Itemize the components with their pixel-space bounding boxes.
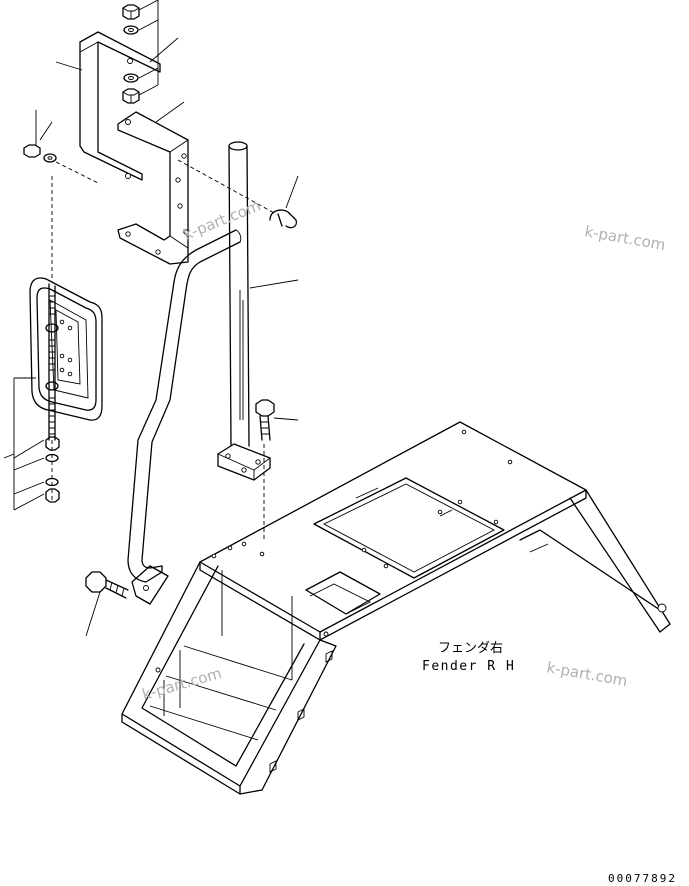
document-number: 00077892: [608, 872, 677, 885]
mount-bracket: [117, 101, 189, 265]
watermark-3: k-part.com: [140, 664, 223, 704]
left-small-fasteners: [23, 110, 101, 185]
mirror-lower-fasteners: [3, 377, 60, 511]
watermark-2: k-part.com: [583, 222, 667, 254]
post-bolt: [255, 399, 299, 540]
handrail-bolt: [85, 571, 129, 637]
watermark-4: k-part.com: [545, 658, 629, 690]
part-name-english: Fender R H: [422, 659, 515, 674]
mirror-bracket: [55, 31, 179, 181]
top-fastener-stack: [122, 0, 159, 104]
handrail: [127, 229, 242, 605]
part-name-japanese: フェンダ右: [438, 641, 503, 656]
mirror: [29, 176, 103, 500]
u-bolt: [269, 175, 299, 229]
fender: [121, 421, 671, 795]
post: [177, 141, 299, 481]
